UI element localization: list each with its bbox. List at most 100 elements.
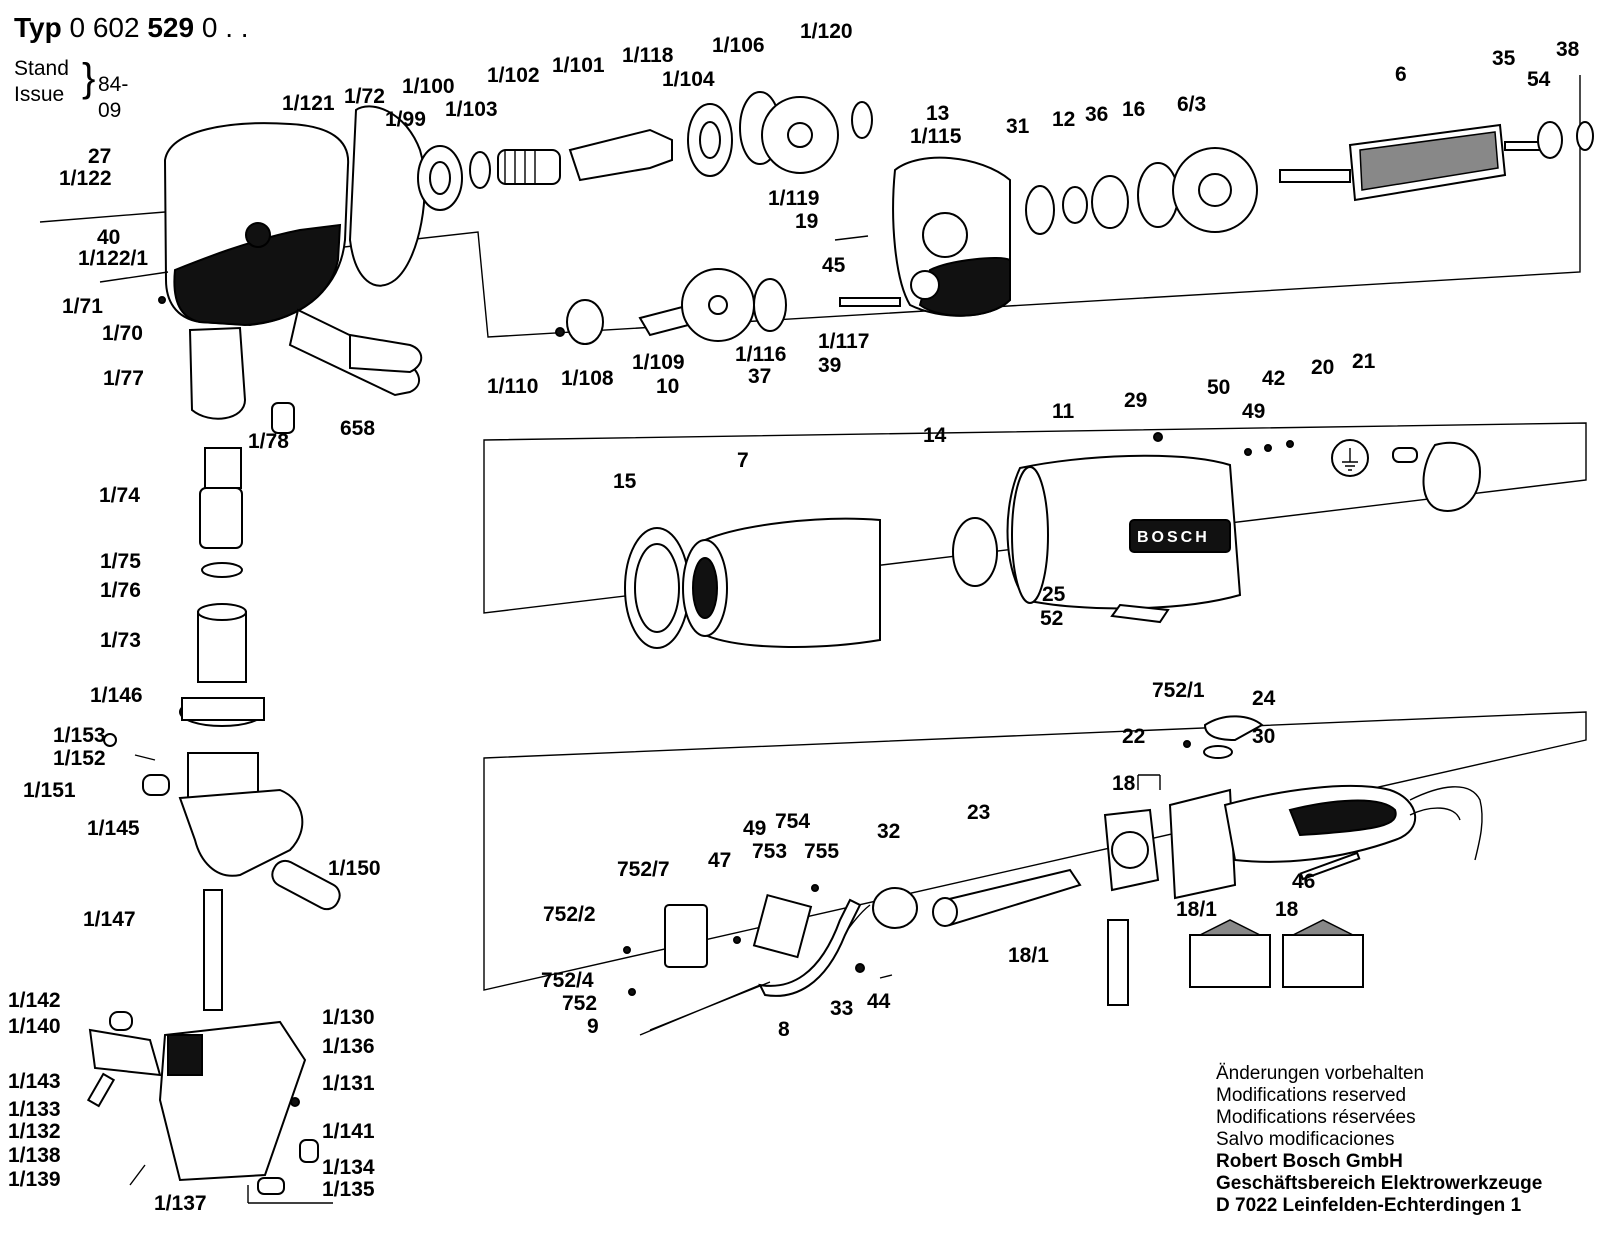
typ-suffix: 0 . . bbox=[201, 12, 249, 43]
part-label: 1/75 bbox=[100, 550, 141, 573]
part-label: 22 bbox=[1122, 725, 1145, 748]
part-label: 15 bbox=[613, 470, 637, 493]
notice-fr: Modifications réservées bbox=[1216, 1107, 1416, 1128]
part-label: 1/72 bbox=[344, 85, 385, 108]
part-label: 1/119 bbox=[768, 187, 819, 210]
notice-es: Salvo modificaciones bbox=[1216, 1129, 1395, 1150]
part-label: 1/133 bbox=[8, 1098, 61, 1121]
part-label: 18 bbox=[1112, 772, 1136, 795]
part-label: 27 bbox=[88, 145, 111, 168]
part-label: 29 bbox=[1124, 389, 1147, 412]
handle-grip bbox=[349, 333, 423, 374]
part-label: 19 bbox=[795, 210, 818, 233]
part-label: 1/99 bbox=[385, 108, 426, 131]
part-label: 50 bbox=[1207, 376, 1230, 399]
part-label: 36 bbox=[1085, 103, 1108, 126]
part-label: 37 bbox=[748, 365, 771, 388]
armature bbox=[1279, 121, 1594, 202]
top-row-parts bbox=[417, 91, 873, 211]
part-label: 49 bbox=[743, 817, 766, 840]
part-label: 1/71 bbox=[62, 295, 103, 318]
intermediate-gears bbox=[566, 268, 901, 345]
part-label: 1/153 bbox=[53, 724, 106, 747]
part-label: 752/1 bbox=[1152, 679, 1205, 702]
part-label: 752/4 bbox=[541, 969, 594, 992]
part-label: 52 bbox=[1040, 607, 1063, 630]
part-label: 1/118 bbox=[622, 44, 674, 67]
part-label: 1/104 bbox=[662, 68, 715, 91]
gasket bbox=[348, 105, 426, 287]
part-label: 1/136 bbox=[322, 1035, 375, 1058]
part-label: 1/147 bbox=[83, 908, 136, 931]
part-label: 754 bbox=[775, 810, 810, 833]
notice-en: Modifications reserved bbox=[1216, 1085, 1407, 1106]
part-label: 49 bbox=[1242, 400, 1265, 423]
issue-date: 84-09 bbox=[98, 73, 129, 122]
part-label: 18 bbox=[1275, 898, 1299, 921]
part-label: 1/115 bbox=[910, 125, 962, 148]
typ-bold: 529 bbox=[147, 12, 195, 43]
part-label: 16 bbox=[1122, 98, 1145, 121]
part-label: 14 bbox=[923, 424, 947, 447]
part-label: 755 bbox=[804, 840, 839, 863]
part-label: 18/1 bbox=[1008, 944, 1049, 967]
part-label: 8 bbox=[778, 1018, 790, 1041]
part-label: 1/70 bbox=[102, 322, 143, 345]
part-label: 752 bbox=[562, 992, 597, 1015]
company-division: Geschäftsbereich Elektrowerkzeuge bbox=[1216, 1173, 1543, 1194]
part-label: 752/7 bbox=[617, 858, 670, 881]
part-label: 40 bbox=[97, 226, 120, 249]
part-label: 1/132 bbox=[8, 1120, 61, 1143]
part-label: 1/139 bbox=[8, 1168, 61, 1191]
switch-block bbox=[664, 904, 708, 968]
part-label: 1/109 bbox=[632, 351, 685, 374]
part-label: 32 bbox=[877, 820, 900, 843]
typ-prefix: 0 602 bbox=[69, 12, 140, 43]
part-label: 1/106 bbox=[712, 34, 765, 57]
part-label: 1/78 bbox=[248, 430, 289, 453]
part-label: 1/145 bbox=[87, 817, 140, 840]
part-label: 1/121 bbox=[282, 92, 335, 115]
part-label: 1/100 bbox=[402, 75, 455, 98]
part-label: 1/138 bbox=[8, 1144, 61, 1167]
part-label: 33 bbox=[830, 997, 853, 1020]
part-label: 1/140 bbox=[8, 1015, 61, 1038]
part-label: 1/152 bbox=[53, 747, 106, 770]
part-label: 1/151 bbox=[23, 779, 76, 802]
part-label: 1/74 bbox=[99, 484, 140, 507]
typ-label: Typ bbox=[14, 12, 62, 43]
part-label: 10 bbox=[656, 375, 679, 398]
part-label: 24 bbox=[1252, 687, 1276, 710]
part-label: 35 bbox=[1492, 47, 1516, 70]
part-label: 1/150 bbox=[328, 857, 381, 880]
part-label: 1/77 bbox=[103, 367, 144, 390]
part-label: 46 bbox=[1292, 870, 1315, 893]
part-label: 1/102 bbox=[487, 64, 540, 87]
part-label: 1/141 bbox=[322, 1120, 375, 1143]
part-label: 1/103 bbox=[445, 98, 498, 121]
part-label: 1/116 bbox=[735, 343, 786, 366]
part-label: 30 bbox=[1252, 725, 1275, 748]
part-label: 9 bbox=[587, 1015, 599, 1038]
part-label: 658 bbox=[340, 417, 375, 440]
rear-handle-assembly bbox=[639, 715, 1483, 1036]
motor-housing bbox=[1006, 454, 1242, 610]
part-label: 25 bbox=[1042, 583, 1066, 606]
notice-de: Änderungen vorbehalten bbox=[1216, 1063, 1425, 1084]
field-and-housing: BOSCH bbox=[624, 439, 1482, 649]
part-label: 6 bbox=[1395, 63, 1407, 86]
part-label: 21 bbox=[1352, 350, 1376, 373]
company-address: D 7022 Leinfelden-Echterdingen 1 bbox=[1216, 1195, 1522, 1216]
part-label: 752/2 bbox=[543, 903, 596, 926]
spindle-column bbox=[88, 326, 341, 1182]
spindle-shaft bbox=[568, 128, 673, 182]
part-label: 1/108 bbox=[561, 367, 614, 390]
part-label: 31 bbox=[1006, 115, 1030, 138]
part-label: 1/122 bbox=[59, 167, 112, 190]
stand-label: Stand bbox=[14, 57, 69, 80]
part-label: 1/146 bbox=[90, 684, 143, 707]
part-label: 18/1 bbox=[1176, 898, 1217, 921]
fasteners bbox=[39, 211, 1294, 1195]
issue-label: Issue bbox=[14, 83, 65, 106]
